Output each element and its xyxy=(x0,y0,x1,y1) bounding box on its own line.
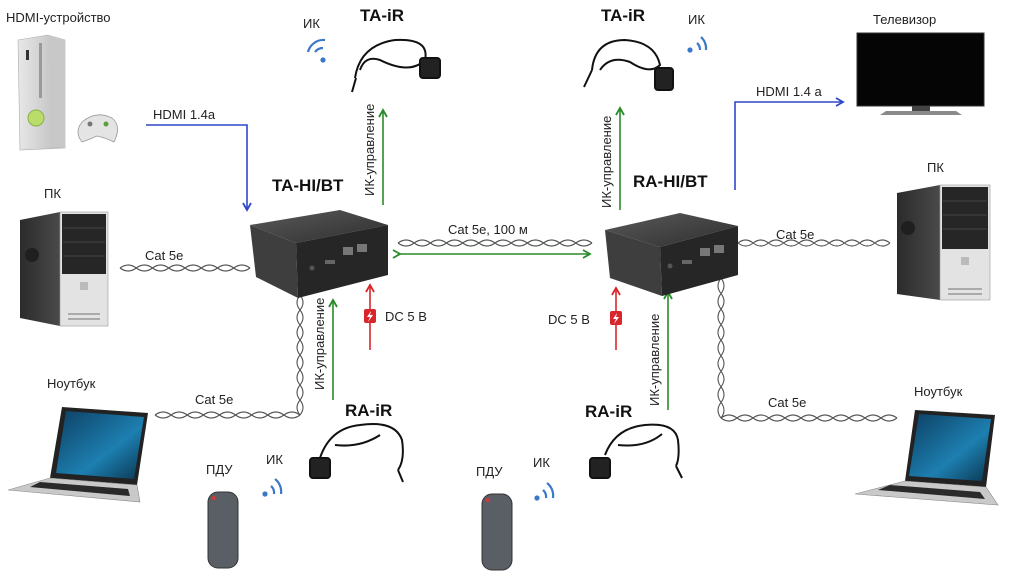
ta-ir-right-icon xyxy=(583,38,674,91)
laptop-right-label: Ноутбук xyxy=(914,384,963,399)
power-tx-bolt-icon xyxy=(364,309,376,323)
ir-wave-top-right-icon xyxy=(687,36,708,53)
laptop-right-icon xyxy=(854,410,999,506)
ra-ir-right-label: RA-iR xyxy=(585,402,633,421)
pc-right-label: ПК xyxy=(927,160,944,175)
cable-laptop-left-horizontal xyxy=(154,411,301,419)
ta-ir-left-label: TA-iR xyxy=(360,6,405,25)
cable-pc-right xyxy=(737,239,891,247)
dc-left-label: DC 5 В xyxy=(385,309,427,324)
hdmi-out-link xyxy=(734,97,845,190)
cat5e-cables xyxy=(119,239,898,422)
ra-ir-left-label: RA-iR xyxy=(345,401,393,420)
cable-laptop-right-horizontal xyxy=(720,414,898,422)
ir-control-rx-top-label: ИК-управление xyxy=(599,115,614,208)
hdmi-in-link xyxy=(146,124,252,212)
hdmi-out-label: HDMI 1.4 a xyxy=(756,84,822,99)
hdmi-in-label: HDMI 1.4a xyxy=(153,107,216,122)
pc-tower-left-icon xyxy=(20,211,109,327)
tv-label: Телевизор xyxy=(873,12,937,27)
cat-main-label: Cat 5e, 100 м xyxy=(448,222,528,237)
cable-laptop-left-horizontal xyxy=(154,411,301,419)
ta-ir-right-label: TA-iR xyxy=(601,6,646,25)
tx-unit-label: TA-HI/BT xyxy=(272,176,344,195)
power-rx-bolt-icon xyxy=(610,311,622,325)
game-console-icon xyxy=(17,34,118,151)
tx-extender-box-icon xyxy=(250,210,388,298)
remote-control-right-icon xyxy=(481,493,513,571)
cat-pc-right-label: Cat 5e xyxy=(776,227,815,242)
ir-wave-bottom-right-icon xyxy=(534,482,555,501)
laptop-left-label: Ноутбук xyxy=(47,376,96,391)
ir-control-tx-top-label: ИК-управление xyxy=(362,103,377,196)
cable-laptop-right-vertical xyxy=(717,277,725,419)
cable-laptop-right-horizontal xyxy=(720,414,898,422)
remote-control-left-icon xyxy=(207,491,239,569)
cat-laptop-right-label: Cat 5e xyxy=(768,395,807,410)
ir-wave-bottom-left-icon xyxy=(262,478,283,497)
ir-control-tx-bottom-label: ИК-управление xyxy=(312,297,327,390)
ir-bottom-right-label: ИК xyxy=(533,455,550,470)
cable-pc-left xyxy=(119,264,251,272)
pc-tower-right-icon xyxy=(897,184,991,301)
ra-ir-left-icon xyxy=(309,423,404,483)
ra-ir-right-icon xyxy=(589,423,683,479)
pc-left-label: ПК xyxy=(44,186,61,201)
dc-right-label: DC 5 В xyxy=(548,312,590,327)
cat-laptop-left-label: Cat 5e xyxy=(195,392,234,407)
ir-control-rx-bottom-label: ИК-управление xyxy=(647,313,662,406)
tv-icon xyxy=(856,32,985,115)
ir-bottom-left-label: ИК xyxy=(266,452,283,467)
remote-right-label: ПДУ xyxy=(476,464,503,479)
ir-wave-top-left-icon xyxy=(306,38,326,63)
cat-pc-left-label: Cat 5e xyxy=(145,248,184,263)
ir-top-left-label: ИК xyxy=(303,16,320,31)
remote-left-label: ПДУ xyxy=(206,462,233,477)
ta-ir-left-icon xyxy=(351,38,441,93)
cable-laptop-right-vertical xyxy=(717,277,725,419)
cable-main xyxy=(397,239,593,247)
hdmi-source-label: HDMI-устройство xyxy=(6,10,111,25)
cable-laptop-left-vertical xyxy=(296,294,304,416)
ir-top-right-label: ИК xyxy=(688,12,705,27)
rx-extender-box-icon xyxy=(605,213,738,296)
laptop-left-icon xyxy=(7,407,148,503)
rx-unit-label: RA-HI/BT xyxy=(633,172,708,191)
